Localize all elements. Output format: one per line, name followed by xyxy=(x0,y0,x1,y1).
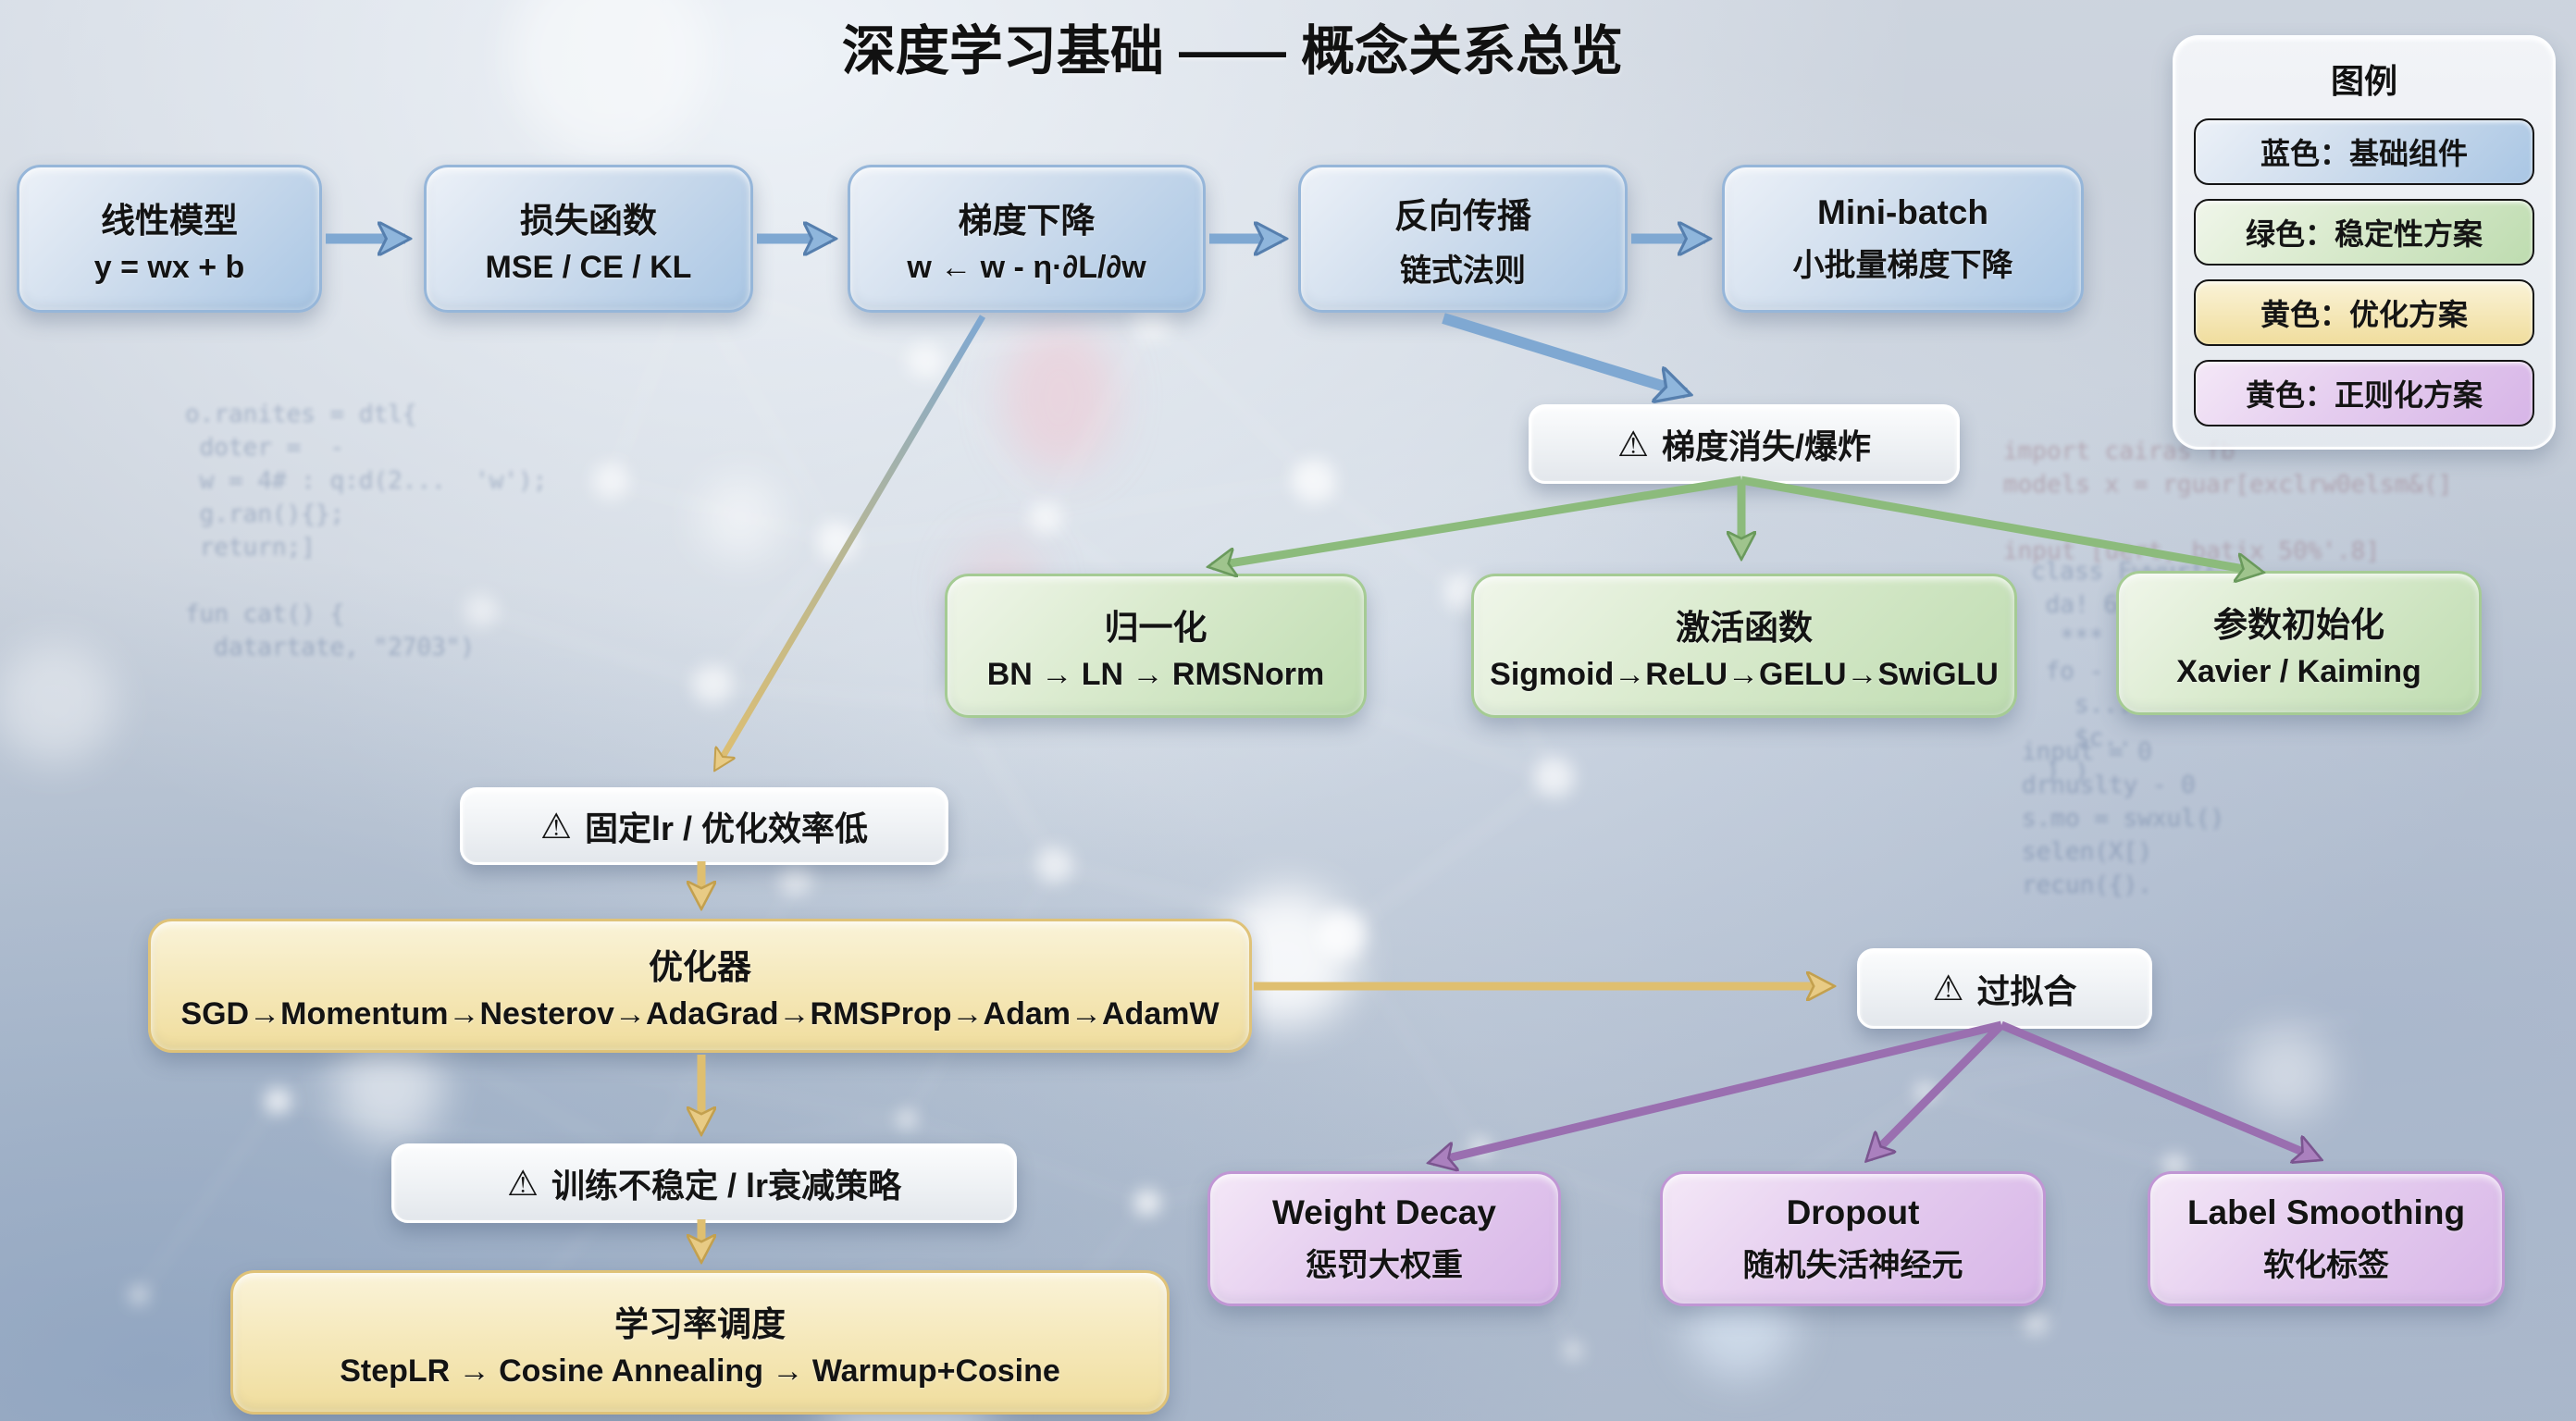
warning-training-unstable: ⚠ 训练不稳定 / lr衰减策略 xyxy=(391,1143,1017,1223)
node-subtitle: Sigmoid→ReLU→GELU→SwiGLU xyxy=(1490,656,1999,692)
node-subtitle: w ← w - η·∂L/∂w xyxy=(907,249,1146,285)
node-subtitle: 小批量梯度下降 xyxy=(1792,247,2013,283)
node-mini-batch: Mini-batch 小批量梯度下降 xyxy=(1722,165,2084,313)
legend-item-green: 绿色：稳定性方案 xyxy=(2194,199,2534,266)
node-subtitle: 软化标签 xyxy=(2263,1247,2389,1283)
background-code-text-left: o.ranites = dtl{ doter = - w = 4# : q:d(… xyxy=(185,401,548,661)
warning-icon: ⚠ xyxy=(506,1164,539,1204)
node-title: 梯度下降 xyxy=(958,201,1096,240)
node-title: Weight Decay xyxy=(1272,1192,1496,1231)
warning-label: 训练不稳定 / lr衰减策略 xyxy=(551,1167,902,1205)
node-optimizers: 优化器 SGD→Momentum→Nesterov→AdaGrad→RMSPro… xyxy=(148,919,1252,1053)
node-title: 激活函数 xyxy=(1676,608,1813,647)
node-subtitle: 随机失活神经元 xyxy=(1742,1247,1963,1283)
node-subtitle: MSE / CE / KL xyxy=(485,249,692,285)
node-activation-functions: 激活函数 Sigmoid→ReLU→GELU→SwiGLU xyxy=(1471,574,2017,718)
node-lr-scheduler: 学习率调度 StepLR → Cosine Annealing → Warmup… xyxy=(230,1270,1170,1415)
background-code-text-right-top: import cairas fb models x = rguar[exclrw… xyxy=(2003,438,2453,565)
legend-item-blue: 蓝色：基础组件 xyxy=(2194,118,2534,185)
node-label-smoothing: Label Smoothing 软化标签 xyxy=(2148,1171,2505,1306)
node-title: 学习率调度 xyxy=(614,1304,786,1343)
node-dropout: Dropout 随机失活神经元 xyxy=(1660,1171,2046,1306)
legend-item-label: 黄色：正则化方案 xyxy=(2245,378,2483,412)
node-subtitle: SGD→Momentum→Nesterov→AdaGrad→RMSProp→Ad… xyxy=(180,996,1220,1032)
warning-label: 过拟合 xyxy=(1976,971,2077,1010)
node-linear-model: 线性模型 y = wx + b xyxy=(17,165,322,313)
node-title: 损失函数 xyxy=(520,201,657,240)
node-title: Mini-batch xyxy=(1817,192,1988,231)
node-title: 优化器 xyxy=(649,948,751,986)
node-title: 线性模型 xyxy=(101,201,238,240)
page-title: 深度学习基础 —— 概念关系总览 xyxy=(841,21,1624,81)
node-title: Dropout xyxy=(1786,1192,1920,1231)
node-backpropagation: 反向传播 链式法则 xyxy=(1298,165,1628,313)
node-weight-initialization: 参数初始化 Xavier / Kaiming xyxy=(2116,571,2482,715)
node-loss-function: 损失函数 MSE / CE / KL xyxy=(424,165,753,313)
background-code-text-right-low: input = 0 drnuslty - 0 s.mo = swxul() se… xyxy=(2022,738,2225,899)
legend-item-label: 蓝色：基础组件 xyxy=(2260,137,2468,170)
node-gradient-descent: 梯度下降 w ← w - η·∂L/∂w xyxy=(848,165,1206,313)
warning-icon: ⚠ xyxy=(1932,970,1964,1008)
warning-icon: ⚠ xyxy=(539,807,573,846)
warning-label: 梯度消失/爆炸 xyxy=(1662,427,1872,465)
node-subtitle: y = wx + b xyxy=(93,249,245,285)
node-subtitle: 惩罚大权重 xyxy=(1306,1247,1463,1283)
warning-gradient-vanish-explode: ⚠ 梯度消失/爆炸 xyxy=(1529,404,1960,484)
node-title: 反向传播 xyxy=(1394,196,1531,235)
legend-item-label: 绿色：稳定性方案 xyxy=(2245,217,2483,251)
node-weight-decay: Weight Decay 惩罚大权重 xyxy=(1208,1171,1561,1306)
legend-item-label: 黄色：优化方案 xyxy=(2260,298,2468,331)
node-subtitle: Xavier / Kaiming xyxy=(2176,653,2421,689)
warning-icon: ⚠ xyxy=(1616,425,1650,464)
node-title: 参数初始化 xyxy=(2213,605,2384,644)
legend-title: 图例 xyxy=(2330,62,2397,100)
node-subtitle: StepLR → Cosine Annealing → Warmup+Cosin… xyxy=(340,1353,1060,1389)
warning-fixed-lr: ⚠ 固定lr / 优化效率低 xyxy=(460,787,948,865)
legend-item-yellow: 黄色：优化方案 xyxy=(2194,279,2534,346)
node-normalization: 归一化 BN → LN → RMSNorm xyxy=(945,574,1367,718)
warning-overfitting: ⚠ 过拟合 xyxy=(1857,948,2152,1029)
node-title: Label Smoothing xyxy=(2186,1192,2466,1231)
warning-label: 固定lr / 优化效率低 xyxy=(585,809,869,847)
legend-item-purple: 黄色：正则化方案 xyxy=(2194,360,2534,426)
legend-panel: 图例 蓝色：基础组件 绿色：稳定性方案 黄色：优化方案 黄色：正则化方案 xyxy=(2173,35,2556,450)
node-subtitle: BN → LN → RMSNorm xyxy=(986,656,1325,692)
node-title: 归一化 xyxy=(1104,608,1208,647)
node-subtitle: 链式法则 xyxy=(1400,253,1526,289)
